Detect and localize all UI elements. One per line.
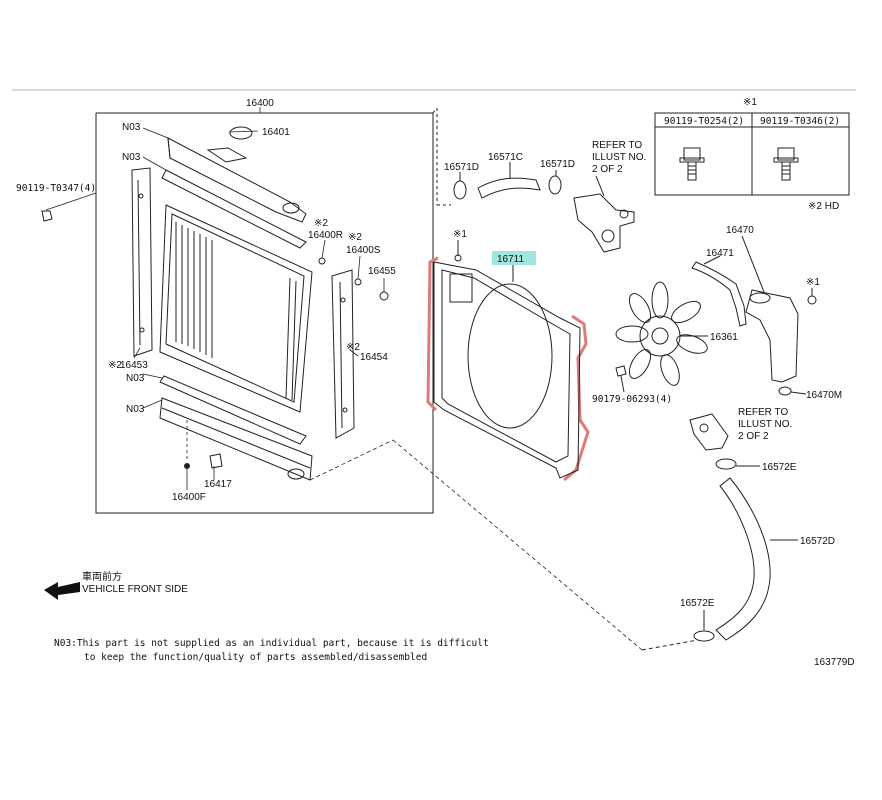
reservoir-hose bbox=[691, 261, 747, 327]
refer2-line1: REFER TO bbox=[738, 407, 788, 418]
label-n03-b: N03 bbox=[122, 152, 141, 163]
label-16454: 16454 bbox=[360, 352, 388, 363]
fan-shroud bbox=[426, 240, 590, 482]
hose-16571c bbox=[477, 177, 541, 199]
label-16361: 16361 bbox=[710, 332, 738, 343]
label-16401: 16401 bbox=[262, 127, 290, 138]
hose-clamp-left bbox=[453, 180, 467, 200]
table-col1: 90119-T0254(2) bbox=[664, 116, 744, 127]
mark-16400s: ※2 bbox=[348, 232, 362, 243]
refer2-line2: ILLUST NO. bbox=[738, 419, 792, 430]
bolt-icon-2 bbox=[773, 147, 799, 181]
label-n03-d: N03 bbox=[126, 404, 145, 415]
shroud-label-highlight bbox=[492, 251, 536, 265]
mark-16454: ※2 bbox=[346, 342, 360, 353]
water-outlet bbox=[573, 193, 635, 253]
label-16571d-left: 16571D bbox=[444, 162, 479, 173]
radiator-assembly-group bbox=[41, 107, 451, 514]
left-side-plate bbox=[131, 167, 153, 357]
label-16711: 16711 bbox=[497, 254, 525, 265]
label-16470: 16470 bbox=[726, 225, 754, 236]
refer1-line3: 2 OF 2 bbox=[592, 164, 623, 175]
label-n03-c: N03 bbox=[126, 373, 145, 384]
fan-nut bbox=[615, 365, 627, 377]
res-mark: ※1 bbox=[806, 277, 820, 288]
label-16417: 16417 bbox=[204, 479, 232, 490]
note-line2: to keep the function/quality of parts as… bbox=[84, 652, 427, 663]
refer1-line2: ILLUST NO. bbox=[592, 152, 646, 163]
front-jp: 車両前方 bbox=[82, 570, 122, 583]
cooling-fan bbox=[615, 281, 708, 393]
mark-16453: ※2 bbox=[108, 360, 122, 371]
front-en: VEHICLE FRONT SIDE bbox=[82, 584, 188, 595]
mark-16400r: ※2 bbox=[314, 218, 328, 229]
label-16455: 16455 bbox=[368, 266, 396, 277]
label-16571c: 16571C bbox=[488, 152, 523, 163]
upper-hose-group bbox=[453, 162, 635, 253]
shroud-mark: ※1 bbox=[453, 229, 467, 240]
hose-16572d bbox=[715, 477, 771, 641]
right-side-plate bbox=[331, 269, 355, 439]
bolt-table bbox=[654, 112, 850, 196]
table-footer: ※2 HD bbox=[808, 201, 839, 212]
bolt-left bbox=[41, 210, 53, 222]
label-16400: 16400 bbox=[246, 98, 274, 109]
shroud-outline-highlight bbox=[426, 256, 590, 482]
reservoir bbox=[691, 235, 817, 396]
text-labels: 16400 16401 N03 N03 90119-T0347(4) ※2 16… bbox=[16, 97, 855, 668]
table-col2: 90119-T0346(2) bbox=[760, 116, 840, 127]
label-fan-nut: 90179-06293(4) bbox=[592, 394, 672, 405]
label-16470m: 16470M bbox=[806, 390, 842, 401]
lower-gasket bbox=[159, 375, 307, 445]
label-bolt-left: 90119-T0347(4) bbox=[16, 183, 96, 194]
radiator-core bbox=[159, 204, 313, 413]
drawing-number: 163779D bbox=[814, 657, 855, 668]
label-n03-a: N03 bbox=[122, 122, 141, 133]
label-16572e-top: 16572E bbox=[762, 462, 797, 473]
hose-clamp-right bbox=[548, 175, 562, 195]
label-16400r: 16400R bbox=[308, 230, 343, 241]
note-line1: N03:This part is not supplied as an indi… bbox=[54, 638, 489, 649]
lower-hose-group bbox=[641, 413, 798, 651]
clip-16455 bbox=[379, 291, 389, 301]
clip-16400s bbox=[354, 278, 362, 286]
radiator-cap bbox=[229, 126, 253, 140]
label-16453: 16453 bbox=[120, 360, 148, 371]
label-16572d: 16572D bbox=[800, 536, 835, 547]
label-16571d-right: 16571D bbox=[540, 159, 575, 170]
leaders-left bbox=[45, 107, 643, 651]
clip-16400r bbox=[318, 257, 326, 265]
clamp-16572e-bottom bbox=[693, 630, 715, 642]
label-16572e-bottom: 16572E bbox=[680, 598, 715, 609]
bolt-icon-1 bbox=[679, 147, 705, 181]
upper-tank bbox=[167, 137, 307, 223]
label-16400f: 16400F bbox=[172, 492, 206, 503]
refer2-line3: 2 OF 2 bbox=[738, 431, 769, 442]
label-16400s: 16400S bbox=[346, 245, 381, 256]
clamp-16572e-top bbox=[715, 458, 737, 470]
assembly-frame bbox=[95, 112, 434, 514]
thermostat-housing bbox=[689, 413, 729, 451]
label-16471: 16471 bbox=[706, 248, 734, 259]
refer1-line1: REFER TO bbox=[592, 140, 642, 151]
drain-cock bbox=[184, 453, 223, 469]
reservoir-cap bbox=[778, 386, 792, 396]
table-mark: ※1 bbox=[743, 97, 757, 108]
upper-gasket bbox=[161, 169, 307, 249]
vehicle-front-arrow-icon bbox=[44, 582, 80, 600]
